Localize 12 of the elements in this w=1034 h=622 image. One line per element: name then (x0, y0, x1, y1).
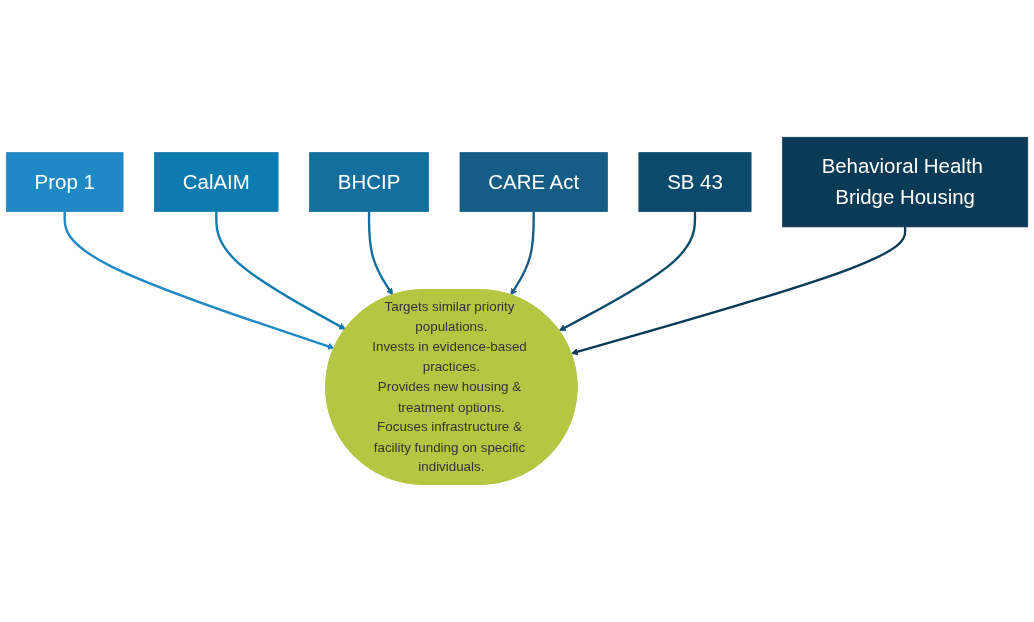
arrow (510, 211, 535, 296)
arrow (63, 211, 335, 350)
arrow (571, 227, 907, 356)
node-box: BHCIP (309, 152, 429, 213)
node-box: CARE Act (459, 152, 608, 213)
node-box: SB 43 (638, 152, 752, 213)
node-box: Prop 1 (5, 152, 124, 213)
arrow (558, 211, 697, 332)
node-box: Behavioral Health Bridge Housing (782, 137, 1029, 228)
arrow (367, 211, 393, 296)
arrow (215, 211, 346, 330)
node-box: CalAIM (154, 152, 279, 213)
